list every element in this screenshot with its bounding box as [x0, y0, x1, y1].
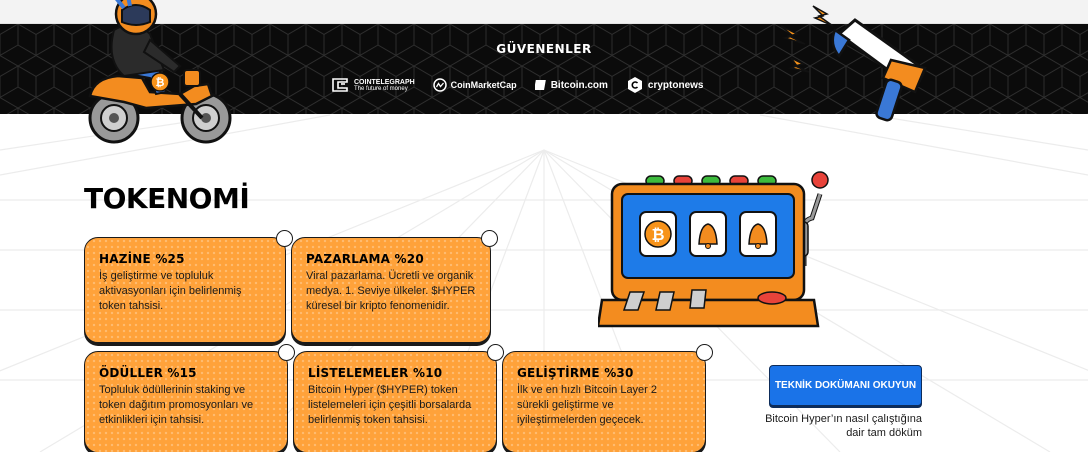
tokenomics-card-development: GELİŞTİRME %30 İlk ve en hızlı Bitcoin L…	[502, 344, 713, 452]
cointelegraph-logo[interactable]: COINTELEGRAPH The future of money	[330, 75, 415, 95]
cointelegraph-label: COINTELEGRAPH	[354, 78, 415, 86]
megaphone-illustration	[780, 5, 927, 122]
bitcoincom-logo[interactable]: Bitcoin.com	[534, 79, 608, 91]
lightning-icon	[780, 5, 834, 73]
card-dot	[487, 344, 504, 361]
card-description: İş geliştirme ve topluluk aktivasyonları…	[99, 270, 242, 312]
tokenomics-card-listings: LİSTELEMELER %10 Bitcoin Hyper ($HYPER) …	[293, 344, 504, 452]
card-title: GELİŞTİRME %30	[517, 366, 634, 380]
card-description: Bitcoin Hyper ($HYPER) token listelemele…	[308, 384, 472, 426]
coinmarketcap-label: CoinMarketCap	[450, 80, 517, 90]
coinmarketcap-logo[interactable]: CoinMarketCap	[432, 78, 517, 92]
card-description: Topluluk ödüllerinin staking ve token da…	[99, 384, 254, 426]
top-strip	[0, 0, 1088, 24]
card-description: İlk ve en hızlı Bitcoin Layer 2 sürekli …	[517, 384, 658, 426]
slot-machine-illustration: ₿	[598, 171, 829, 328]
tokenomics-card-treasury: HAZİNE %25 İş geliştirme ve topluluk akt…	[84, 230, 293, 343]
card-dot	[696, 344, 713, 361]
card-title: HAZİNE %25	[99, 252, 185, 266]
read-whitepaper-button[interactable]: TEKNİK DOKÜMANI OKUYUN	[769, 365, 922, 406]
whitepaper-note: Bitcoin Hyper’ın nasıl çalıştığına dair …	[765, 413, 922, 439]
card-dot	[278, 344, 295, 361]
card-description: Viral pazarlama. Ücretli ve organik medy…	[306, 270, 476, 312]
partners-band: GÜVENENLER COINTELEGRAPH The future of m…	[0, 24, 1088, 114]
tokenomics-card-marketing: PAZARLAMA %20 Viral pazarlama. Ücretli v…	[291, 230, 498, 343]
card-dot	[481, 230, 498, 247]
cryptonews-label: cryptonews	[647, 79, 704, 91]
svg-text:₿: ₿	[651, 225, 664, 244]
partners-title: GÜVENENLER	[496, 42, 592, 56]
bell-icon	[698, 223, 768, 249]
coinmarketcap-logo-icon	[432, 78, 447, 92]
bitcoincom-logo-icon	[534, 80, 546, 90]
tokenomics-card-rewards: ÖDÜLLER %15 Topluluk ödüllerinin staking…	[84, 344, 295, 452]
bitcoin-icon: ₿	[644, 220, 672, 248]
card-title: LİSTELEMELER %10	[308, 366, 443, 380]
card-title: PAZARLAMA %20	[306, 252, 424, 266]
cryptonews-logo-icon	[627, 77, 642, 93]
cryptonews-logo[interactable]: cryptonews	[626, 76, 704, 94]
cointelegraph-tagline: The future of money	[354, 85, 408, 92]
partner-logos: COINTELEGRAPH The future of money CoinMa…	[330, 72, 704, 98]
card-dot	[276, 230, 293, 247]
svg-text:₿: ₿	[156, 76, 165, 89]
mascot-motorbike-illustration: ₿	[88, 0, 232, 144]
bitcoincom-label: Bitcoin.com	[550, 79, 608, 91]
card-title: ÖDÜLLER %15	[99, 366, 197, 380]
tokenomics-heading: TOKENOMİ	[84, 182, 250, 215]
cointelegraph-logo-icon	[332, 78, 348, 92]
